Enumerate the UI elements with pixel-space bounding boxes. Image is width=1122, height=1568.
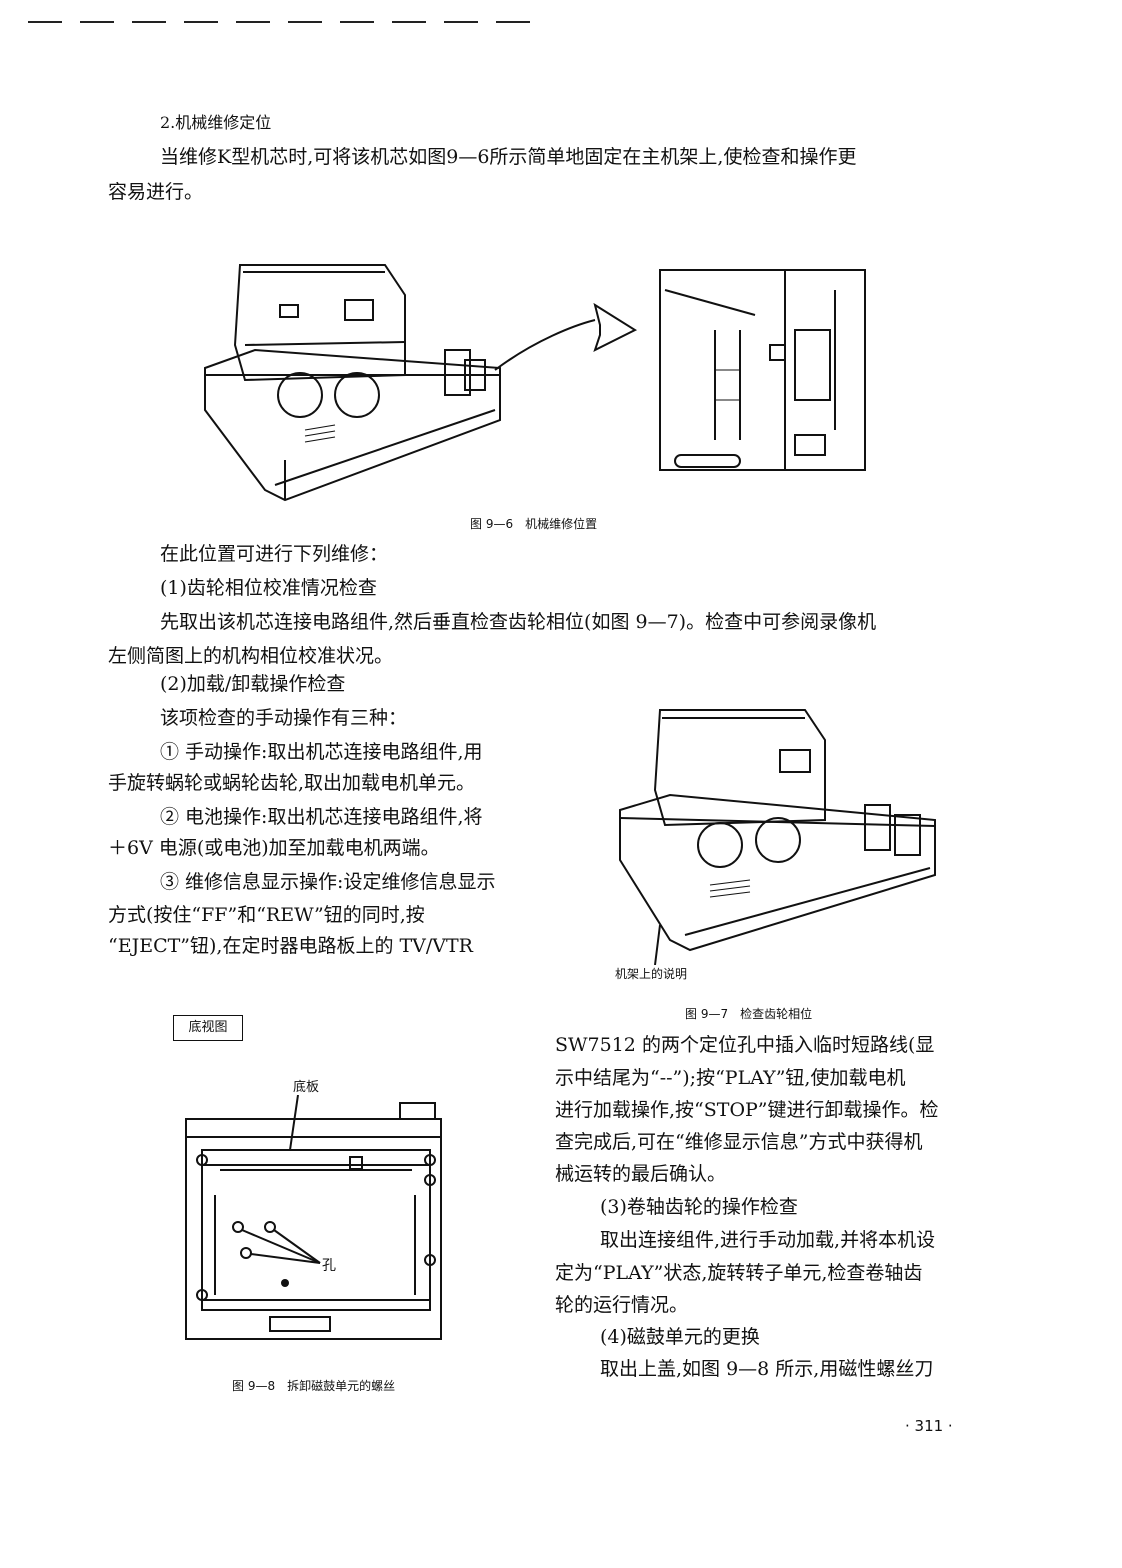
label-hole: 孔	[322, 1258, 336, 1274]
right-line-2: 示中结尾为“--”);按“PLAY”钮,使加载电机	[555, 1067, 906, 1089]
intro-line-2: 容易进行。	[108, 181, 204, 203]
item1-line-2: 左侧简图上的机构相位校准状况。	[108, 645, 394, 667]
top-dash-rule	[28, 8, 548, 27]
figure-9-6-caption: 图 9—6 机械维修位置	[470, 517, 598, 531]
item4-line-1: 取出上盖,如图 9—8 所示,用磁性螺丝刀	[600, 1358, 934, 1380]
right-line-3: 进行加载操作,按“STOP”键进行卸载操作。检	[555, 1099, 939, 1121]
page-number: · 311 ·	[905, 1417, 953, 1435]
figure-9-6-illustration	[204, 264, 866, 502]
intro-line-1: 当维修K型机芯时,可将该机芯如图9—6所示简单地固定在主机架上,使检查和操作更	[160, 146, 857, 168]
item2-c-line-2: 方式(按住“FF”和“REW”钮的同时,按	[108, 904, 425, 926]
item3-title: (3)卷轴齿轮的操作检查	[600, 1196, 798, 1218]
item1-title: (1)齿轮相位校准情况检查	[160, 577, 377, 599]
item2-b-line-1: ② 电池操作:取出机芯连接电路组件,将	[160, 806, 483, 828]
item3-line-1: 取出连接组件,进行手动加载,并将本机设	[600, 1229, 936, 1251]
item3-line-3: 轮的运行情况。	[555, 1294, 689, 1316]
item2-b-line-2: ＋6V 电源(或电池)加至加载电机两端。	[108, 837, 440, 859]
figure-9-8-illustration	[185, 1095, 442, 1340]
item4-title: (4)磁鼓单元的更换	[600, 1326, 760, 1348]
para-positions: 在此位置可进行下列维修：	[160, 543, 389, 565]
item2-c-line-1: ③ 维修信息显示操作:设定维修信息显示	[160, 871, 496, 893]
right-line-1: SW7512 的两个定位孔中插入临时短路线(显	[555, 1034, 935, 1056]
item2-a-line-2: 手旋转蜗轮或蜗轮齿轮,取出加载电机单元。	[108, 772, 476, 794]
figure-9-7-illustration	[619, 709, 936, 965]
section-heading: 2.机械维修定位	[160, 113, 272, 132]
right-line-5: 械运转的最后确认。	[555, 1163, 727, 1185]
item1-line-1: 先取出该机芯连接电路组件,然后垂直检查齿轮相位(如图 9—7)。检查中可参阅录像…	[160, 611, 877, 633]
figure-9-8-box-label: 底视图	[173, 1015, 243, 1041]
item2-a-line-1: ① 手动操作:取出机芯连接电路组件,用	[160, 741, 483, 763]
right-line-4: 查完成后,可在“维修显示信息”方式中获得机	[555, 1131, 923, 1153]
figure-9-7-label: 机架上的说明	[615, 967, 688, 981]
label-base-plate: 底板	[293, 1080, 320, 1095]
item2-c-line-3: “EJECT”钮),在定时器电路板上的 TV/VTR	[108, 935, 473, 957]
figure-9-7-caption: 图 9—7 检查齿轮相位	[685, 1007, 813, 1021]
item3-line-2: 定为“PLAY”状态,旋转转子单元,检查卷轴齿	[555, 1262, 923, 1284]
item2-title: (2)加载/卸载操作检查	[160, 673, 346, 695]
figure-9-8-caption: 图 9—8 拆卸磁鼓单元的螺丝	[232, 1379, 396, 1393]
item2-intro: 该项检查的手动操作有三种：	[160, 707, 408, 729]
